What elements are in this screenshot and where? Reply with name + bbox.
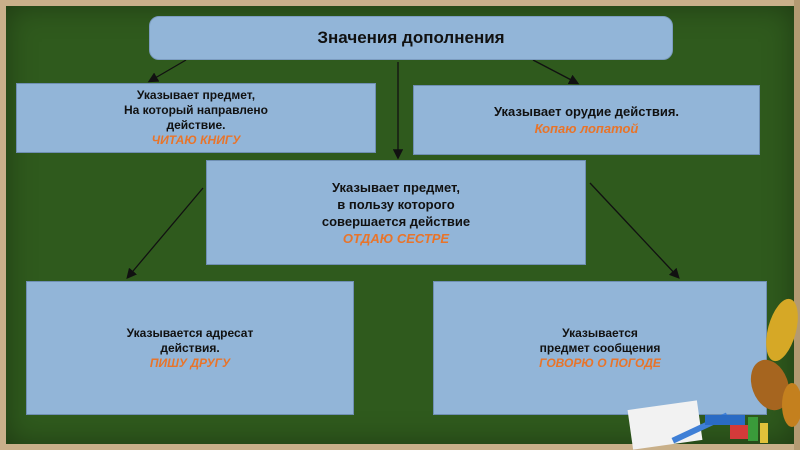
box-line: Указывает предмет, bbox=[136, 88, 256, 102]
diagram-title-box: Значения дополнения bbox=[149, 16, 673, 60]
box-example: ОТДАЮ СЕСТРЕ bbox=[342, 230, 450, 246]
eraser-icon bbox=[730, 425, 752, 439]
marker-icon bbox=[705, 415, 745, 425]
meaning-box-topic: Указывается предмет сообщения ГОВОРЮ О П… bbox=[433, 281, 767, 415]
crayon-icon bbox=[748, 417, 758, 441]
box-line: Указывает предмет, bbox=[331, 179, 461, 195]
box-example: ГОВОРЮ О ПОГОДЕ bbox=[539, 355, 661, 370]
meaning-box-object: Указывает предмет, На который направлено… bbox=[16, 83, 376, 153]
leaf-icon bbox=[750, 359, 790, 411]
arrow-to-box-1 bbox=[147, 59, 187, 83]
autumn-decoration-icon bbox=[627, 298, 800, 450]
arrow-to-box-4 bbox=[126, 187, 204, 279]
leaf-icon bbox=[782, 383, 800, 427]
box-line: Указывает орудие действия. bbox=[493, 104, 680, 119]
leaf-icon bbox=[766, 298, 798, 362]
box-line: действие. bbox=[166, 118, 226, 132]
box-line: совершается действие bbox=[321, 213, 471, 229]
paper-icon bbox=[627, 400, 703, 450]
box-example: ЧИТАЮ КНИГУ bbox=[151, 133, 241, 147]
box-line: предмет сообщения bbox=[539, 340, 661, 355]
diagram-title: Значения дополнения bbox=[317, 28, 505, 47]
crayon-icon bbox=[760, 423, 768, 443]
arrow-to-box-5 bbox=[589, 182, 680, 279]
box-example: ПИШУ ДРУГУ bbox=[149, 355, 231, 370]
arrow-to-box-2 bbox=[532, 59, 580, 85]
meaning-box-beneficiary: Указывает предмет, в пользу которого сов… bbox=[206, 160, 586, 265]
meaning-box-addressee: Указывается адресат действия. ПИШУ ДРУГУ bbox=[26, 281, 354, 415]
box-line: в пользу которого bbox=[337, 196, 455, 212]
box-line: На который направлено bbox=[124, 103, 268, 117]
box-line: Указывается bbox=[562, 325, 638, 340]
box-example: Копаю лопатой bbox=[534, 121, 639, 136]
box-line: действия. bbox=[160, 340, 220, 355]
meaning-box-instrument: Указывает орудие действия. Копаю лопатой bbox=[413, 85, 760, 155]
box-line: Указывается адресат bbox=[126, 325, 254, 340]
board-frame bbox=[794, 0, 800, 450]
